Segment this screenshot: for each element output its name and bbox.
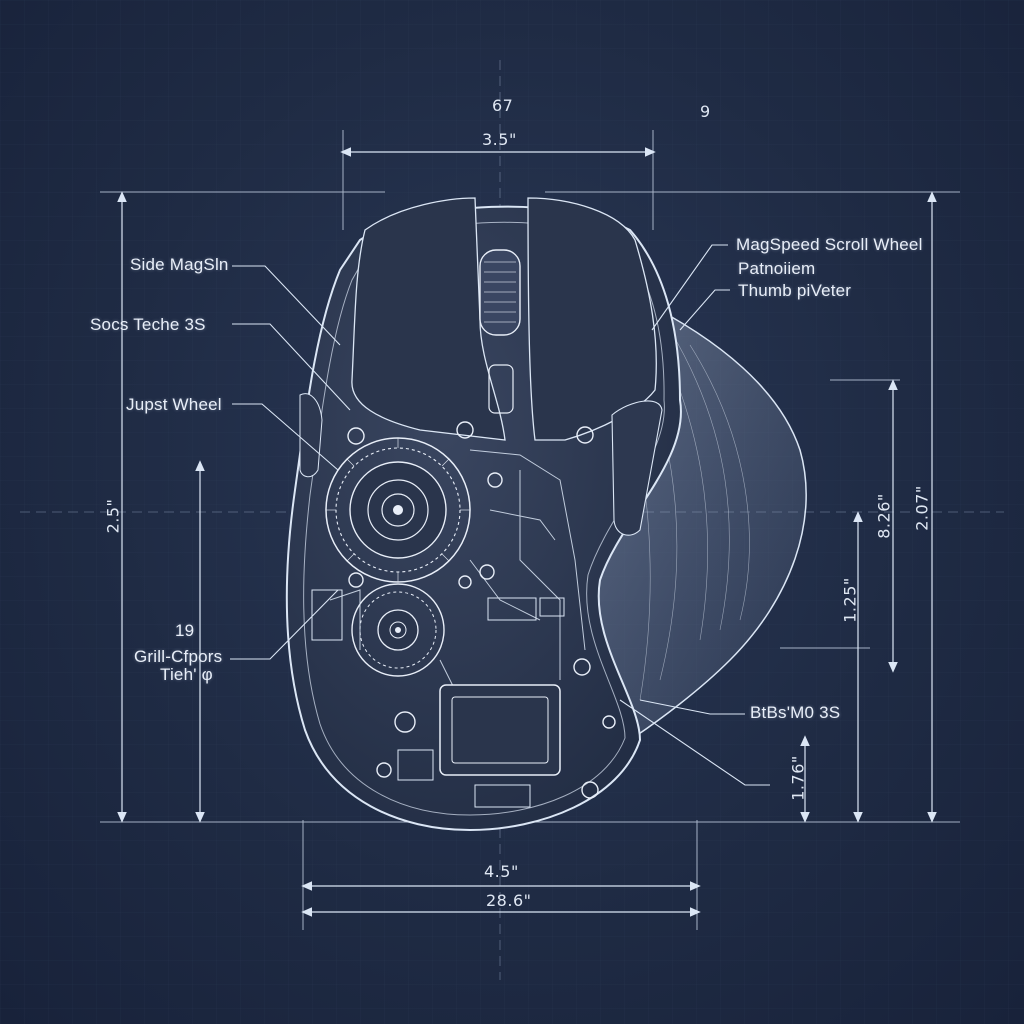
callout-magspeed-scroll-wheel: MagSpeed Scroll Wheel [736,235,923,254]
screw-holes [347,421,616,799]
chip-a [487,597,537,621]
battery-port [474,784,531,808]
dim-right-low: 1.76" [788,755,808,801]
dimension-arrows [117,147,937,917]
dim-left-height: 2.5" [103,498,123,534]
left-button [351,197,506,441]
switch-block [397,749,434,781]
dim-right-outer: 2.07" [912,485,932,531]
callout-grill-cfpors: Grill-Cfpors [134,647,223,666]
dim-right-mid: 1.25" [840,577,860,623]
gear-large [325,437,471,583]
chip-b [539,597,565,617]
callout-thumb-pivoter: Thumb piVeter [738,281,852,300]
mode-button [488,364,514,414]
dim-top-width: 3.5" [482,130,517,149]
callout-soces-teche: Socs Teche 3S [90,315,206,334]
leader-lines [230,244,770,786]
callout-grip-number: 19 [175,621,195,640]
dim-bottom-a: 4.5" [484,862,519,881]
mouse-illustration [285,197,807,832]
callout-tieh: Tieh' φ [160,665,213,684]
side-button-forward [611,400,663,536]
gear-small [351,583,445,677]
dim-bottom-b: 28.6" [486,891,532,910]
callout-patnoiiem: Patnoiiem [738,259,816,278]
dim-top-small-b: 9 [700,102,711,121]
callout-side-mags: Side MagSln [130,255,229,274]
dim-right-inner: 8.26" [874,493,894,539]
dim-top-small-a: 67 [492,96,514,115]
callout-btbs: BtBs'M0 3S [750,703,841,722]
sensor-module [439,684,561,776]
right-button [527,197,657,441]
callout-jupst-wheel: Jupst Wheel [126,395,222,414]
circuit-traces [329,449,586,701]
scroll-wheel [479,249,521,336]
chip-c [311,589,343,641]
side-button-left [299,393,323,478]
